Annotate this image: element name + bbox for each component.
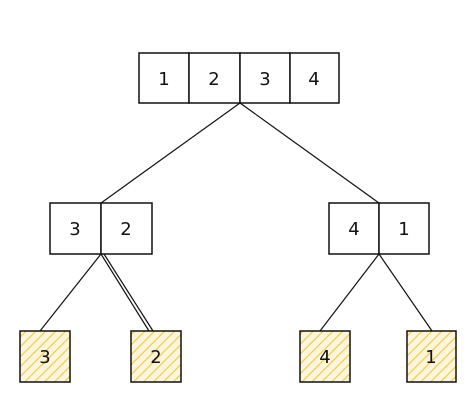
leaf-box-4 xyxy=(299,330,351,383)
connector-lines xyxy=(39,102,433,332)
leaf-value-1: 1 xyxy=(425,347,436,368)
edge-left-to-leaf-2b xyxy=(103,253,154,332)
edge-right-to-leaf-4 xyxy=(319,253,380,332)
leaf-box-1 xyxy=(406,330,457,383)
left-node xyxy=(49,202,153,255)
right-cell-2 xyxy=(378,202,430,255)
root-cell-1 xyxy=(138,52,190,104)
left-value-1: 3 xyxy=(69,219,80,240)
root-cell-3 xyxy=(239,52,291,104)
left-value-2: 2 xyxy=(120,219,131,240)
edge-left-to-leaf-3 xyxy=(39,253,102,332)
root-cell-2 xyxy=(188,52,241,104)
edge-left-to-leaf-2a xyxy=(100,253,150,332)
root-node xyxy=(138,52,340,104)
left-cell-2 xyxy=(100,202,153,255)
right-value-2: 1 xyxy=(398,219,409,240)
leaf-value-2: 2 xyxy=(150,347,161,368)
edge-root-to-left xyxy=(100,102,241,204)
root-value-4: 4 xyxy=(308,69,319,90)
right-labels: 4 1 xyxy=(348,219,409,240)
right-cell-1 xyxy=(328,202,380,255)
leaf-value-4: 4 xyxy=(319,347,330,368)
leaf-labels: 3 2 4 1 xyxy=(39,347,436,368)
root-value-1: 1 xyxy=(158,69,169,90)
edge-right-to-leaf-1 xyxy=(378,253,433,332)
left-labels: 3 2 xyxy=(69,219,131,240)
root-value-2: 2 xyxy=(208,69,219,90)
leaf-box-3 xyxy=(19,330,71,383)
leaf-value-3: 3 xyxy=(39,347,50,368)
root-value-3: 3 xyxy=(259,69,270,90)
right-node xyxy=(328,202,430,255)
left-cell-1 xyxy=(49,202,102,255)
leaf-box-2 xyxy=(130,330,182,383)
root-labels: 1 2 3 4 xyxy=(158,69,319,90)
edge-root-to-right xyxy=(239,102,380,204)
root-cell-4 xyxy=(289,52,340,104)
right-value-1: 4 xyxy=(348,219,359,240)
leaf-nodes xyxy=(19,330,457,383)
